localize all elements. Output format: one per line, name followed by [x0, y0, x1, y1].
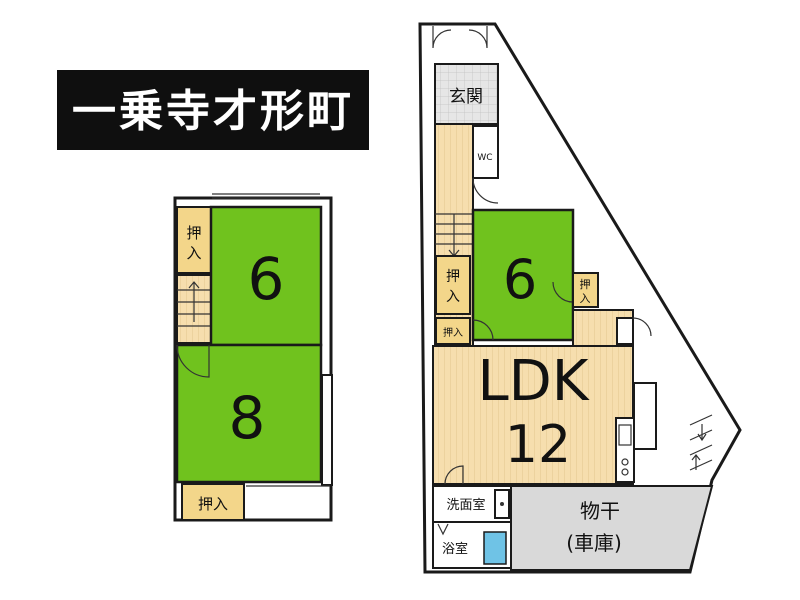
room-6-door-swing — [472, 319, 494, 341]
floor-1-plan: 玄関 WC 押 入 押入 6 押 入 — [418, 22, 742, 574]
room-6-tatami-floor1 — [471, 208, 575, 342]
bathtub — [483, 531, 507, 565]
room-8-number: 8 — [229, 384, 266, 452]
stairs-floor-1 — [435, 213, 473, 257]
bay-window — [633, 382, 657, 450]
door-swing-floor2 — [176, 344, 210, 378]
stairs-steps — [177, 281, 211, 327]
ldk-size: 12 — [505, 415, 571, 475]
bath-door-icon — [437, 523, 449, 536]
ldk-back-door — [632, 317, 652, 337]
closet-bottom-label: 押入 — [198, 495, 228, 513]
closet-bottom — [181, 483, 245, 521]
room-6-number-floor1: 6 — [503, 248, 537, 311]
closet-left-label-2: 入 — [446, 289, 460, 305]
entrance-label: 玄関 — [449, 87, 483, 107]
bathroom-label: 浴室 — [442, 541, 468, 557]
gate-left-swing — [432, 26, 452, 49]
drying-area-label-1: 物干 — [580, 499, 620, 523]
closet-left-floor1 — [435, 255, 471, 315]
gate-right-swing — [468, 26, 488, 49]
room-6-tatami-floor2 — [209, 205, 323, 347]
wash-basin-drain-icon — [500, 502, 504, 506]
closet-small-label: 押入 — [443, 326, 463, 339]
drying-area-garage — [510, 485, 714, 571]
room-6-door-swing-right — [552, 281, 574, 303]
ldk-door-swing — [444, 465, 464, 485]
ldk-pantry — [616, 317, 634, 345]
title-block: 一乗寺才形町 — [57, 70, 369, 150]
washroom-label: 洗面室 — [446, 497, 485, 513]
site-outline — [418, 22, 742, 574]
outdoor-steps — [689, 414, 713, 471]
closet-upper-left-label-1: 押 — [186, 224, 201, 242]
title-background — [57, 70, 369, 150]
entrance-genkan — [434, 63, 499, 125]
toilet-door-swing — [472, 177, 499, 204]
closet-small-floor1 — [435, 317, 471, 345]
kitchen-stove-icon — [621, 458, 629, 466]
closet-right-label-2: 入 — [580, 292, 591, 305]
closet-upper-left-label-2: 入 — [186, 244, 201, 262]
ldk-label: LDK — [477, 349, 589, 414]
closet-right-floor1 — [572, 272, 599, 308]
closet-right-label-1: 押 — [580, 277, 591, 291]
closet-left-label-1: 押 — [446, 269, 460, 285]
ldk-room — [432, 345, 634, 485]
kitchen-stove-icon-2 — [621, 468, 629, 476]
toilet-room — [472, 125, 499, 179]
room-6-number-floor2: 6 — [248, 245, 285, 313]
page-title: 一乗寺才形町 — [72, 86, 354, 137]
drying-area-label-2: (車庫) — [566, 531, 622, 555]
kitchen-sink-icon — [618, 424, 632, 446]
floor-2-plan: 押 入 6 8 押入 — [173, 193, 333, 522]
toilet-label: WC — [477, 153, 492, 163]
window-right-floor2 — [321, 374, 333, 486]
